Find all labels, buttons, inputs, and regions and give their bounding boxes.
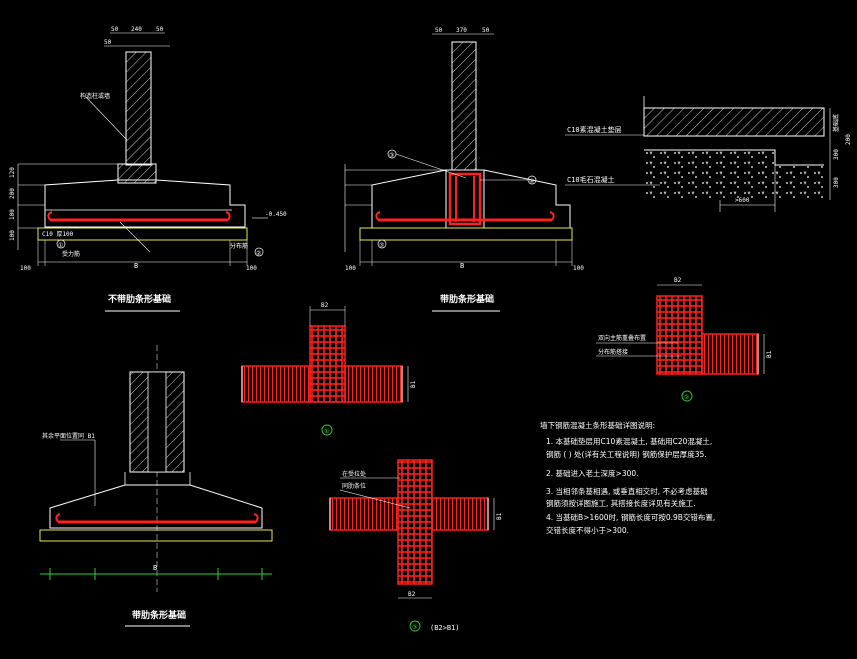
detail2-label-a: 双向主筋重叠布置 (598, 334, 646, 342)
dim-left-a-1: 120 (9, 167, 16, 178)
dim-bottom-c: >600 (735, 197, 750, 204)
detail3-number: ③ (412, 624, 417, 631)
dim-top-a-1: 50 (111, 26, 119, 33)
title-d: 带肋条形基础 (132, 609, 186, 621)
dim-right-c-1: 300 (833, 149, 840, 160)
mark-b-5: ⑤ (379, 242, 384, 249)
title-b: 带肋条形基础 (440, 293, 494, 305)
dim-left-a-4: 100 (9, 230, 16, 241)
label-left-d: 其余平面位置同 B1 (42, 432, 95, 440)
notes-line-3: 2. 基础进入老土深度>300. (546, 468, 639, 478)
dim-bottom-b-1: 100 (345, 265, 356, 272)
footing-profile-a (44, 179, 246, 228)
dim-top-a-3: 50 (156, 26, 164, 33)
title-a: 不带肋条形基础 (108, 293, 171, 305)
notes-line-2: 钢筋 ( ) 处(详有关工程说明) 钢筋保护层厚度35. (546, 449, 707, 459)
label-level-a: -0.450 (265, 211, 287, 218)
detail2-dim-top: B2 (674, 277, 682, 284)
label-c10-top: C10素混凝土垫层 (567, 125, 622, 134)
detail1-right-arm (344, 365, 403, 403)
detail3-left-arm (329, 497, 399, 531)
wall-stem-a (125, 51, 152, 166)
notes-line-6: 4. 当基础B>1600时, 钢筋长度可按0.9B交错布置, (546, 512, 715, 522)
detail3-dim-right: B1 (496, 512, 503, 520)
dim-bottom-a-1: 100 (20, 265, 31, 272)
detail3-right-arm (431, 497, 489, 531)
label-wall-a: 构造柱或墙 (80, 92, 110, 100)
rib-rebar-b (448, 172, 482, 226)
detail3-caption: (B2>B1) (430, 624, 460, 632)
concrete-layer-c (643, 107, 825, 137)
drawing-a: 50 240 50 50 120 200 100 100 100 B 100 构… (9, 26, 287, 312)
dim-top-a-2: 240 (131, 26, 142, 33)
mark-b-3: ③ (389, 152, 394, 159)
label-rebar-a: 受力筋 (62, 250, 80, 258)
notes-line-1: 1. 本基础垫层用C10素混凝土, 基础用C20混凝土, (546, 436, 712, 446)
lean-concrete-b (359, 227, 573, 241)
dim-top-b-2: 370 (456, 27, 467, 34)
detail1-left-arm (241, 365, 311, 403)
detail2-horizontal (701, 333, 759, 375)
detail2-vertical (656, 295, 703, 375)
detail2-label-b: 分布筋搭接 (598, 348, 628, 356)
detail2-number: ② (684, 394, 689, 401)
rubble-layer-c (644, 150, 824, 200)
wall-base-a (117, 163, 157, 184)
label-cover-a: C10 厚100 (42, 231, 74, 238)
dim-top-a-inner: 50 (104, 39, 112, 46)
mark-a-2: ② (256, 250, 261, 257)
label-dist-a: 分布筋 (230, 242, 248, 250)
mark-a-1: ① (58, 242, 63, 249)
detail-3: B1 B2 在受拉处 同肋条位 ③ (B2>B1) (329, 459, 503, 632)
detail-2: B2 B1 双向主筋重叠布置 分布筋搭接 ② (596, 277, 773, 402)
label-side-c: 基础底 (832, 114, 840, 132)
detail1-dim-top: B2 (321, 302, 329, 309)
dim-bottom-a-3: 100 (246, 265, 257, 272)
notes: 墙下钢筋混凝土条形基础详图说明: 1. 本基础垫层用C10素混凝土, 基础用C2… (540, 420, 715, 535)
dim-bottom-d: B (153, 564, 157, 572)
dim-bottom-b-2: B (460, 262, 464, 270)
detail-1: B2 B1 ① (241, 302, 417, 436)
dim-right-c-2: 300 (833, 177, 840, 188)
detail3-dim-bottom: B2 (408, 591, 416, 598)
wall-stem-b (451, 41, 477, 171)
dim-bottom-b-3: 100 (573, 265, 584, 272)
drawing-d: 其余平面位置同 B1 B 带肋条形基础 (39, 345, 273, 627)
lean-concrete-a (37, 227, 248, 241)
detail1-number: ① (324, 428, 329, 435)
notes-heading: 墙下钢筋混凝土条形基础详图说明: (540, 420, 655, 430)
detail2-dim-right: B1 (766, 350, 773, 358)
drawing-b: 50 370 50 100 B 100 ③ ④ ⑤ 带肋条形基础 (344, 27, 584, 312)
dim-right-small-c: 200 (845, 134, 852, 145)
notes-line-7: 交错长度不得小于>300. (546, 525, 629, 535)
dim-left-a-3: 100 (9, 209, 16, 220)
detail3-vertical (397, 459, 433, 585)
detail1-dim-right: B1 (410, 380, 417, 388)
label-c10-bottom: C10毛石混凝土 (567, 175, 615, 184)
dim-top-b-3: 50 (482, 27, 490, 34)
detail3-label-b: 同肋条位 (342, 482, 366, 490)
drawing-c: >600 基础底 300 300 200 C10素混凝土垫层 C10毛石混凝土 (565, 96, 852, 212)
notes-line-4: 3. 当相邻条基相遇, 或垂直相交时, 不必考虑基础 (546, 486, 708, 496)
detail3-label-a: 在受拉处 (342, 470, 366, 478)
mark-b-4: ④ (529, 178, 534, 185)
dim-bottom-a-2: B (134, 262, 138, 270)
dim-top-b-1: 50 (435, 27, 443, 34)
notes-line-5: 钢筋须按详图施工, 其搭接长度详见有关施工. (546, 498, 696, 508)
dim-left-a-2: 200 (9, 188, 16, 199)
detail1-stem (309, 325, 346, 403)
lean-concrete-d (39, 529, 273, 542)
